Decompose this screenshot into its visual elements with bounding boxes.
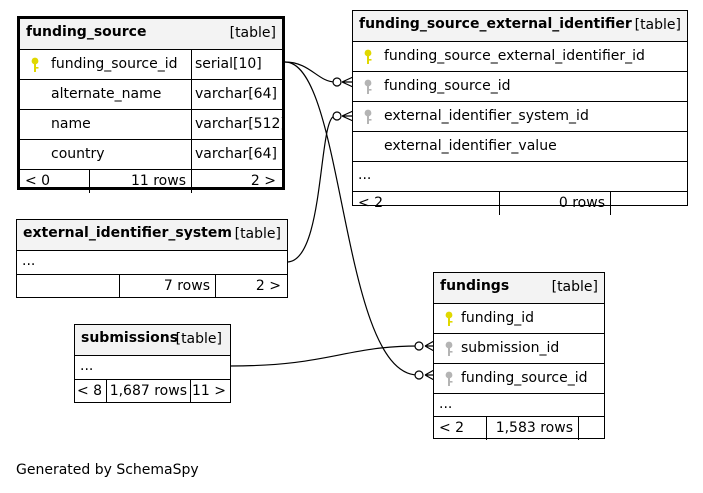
table-funding-source-external-identifier[interactable]: funding_source_external_identifier [tabl… (352, 10, 688, 215)
table-type-label: [table] (234, 226, 281, 242)
table-type-label: [table] (175, 331, 222, 347)
ellipsis-row: ... (434, 394, 604, 417)
foreign-key-icon (445, 341, 453, 356)
column-name: funding_source_id (384, 78, 511, 94)
relationship-sub-fundings (229, 345, 419, 367)
table-header: external_identifier_system [table] (17, 220, 287, 251)
column-type: varchar[512] (191, 110, 286, 139)
ellipsis-row: ... (17, 251, 287, 275)
column-row[interactable]: name varchar[512] (20, 110, 286, 140)
column-type: serial[10] (191, 50, 282, 79)
children-link[interactable] (610, 192, 687, 215)
row-count: 11 rows (89, 170, 191, 193)
table-footer: < 2 0 rows (353, 192, 687, 215)
table-header: funding_source [table] (20, 19, 282, 50)
table-type-label: [table] (634, 17, 681, 33)
more-columns: ... (439, 396, 453, 412)
column-row[interactable]: funding_source_external_identifier_id (353, 42, 687, 72)
foreign-key-icon (364, 79, 372, 94)
primary-key-icon (445, 311, 453, 326)
column-name: submission_id (461, 340, 560, 356)
column-type: varchar[64] (191, 140, 282, 169)
table-funding-source[interactable]: funding_source [table] funding_source_id… (17, 16, 286, 193)
table-external-identifier-system[interactable]: external_identifier_system [table] ... 7… (16, 219, 288, 298)
column-row[interactable]: submission_id (434, 334, 604, 364)
parents-link[interactable]: < 0 (25, 173, 51, 189)
column-row[interactable]: funding_source_id (353, 72, 687, 102)
more-columns: ... (22, 253, 36, 269)
table-name[interactable]: fundings (440, 278, 510, 294)
table-name[interactable]: funding_source_external_identifier (359, 16, 632, 32)
primary-key-icon (364, 49, 372, 64)
column-row[interactable]: alternate_name varchar[64] (20, 80, 282, 110)
column-name: funding_id (461, 310, 534, 326)
column-name: funding_source_id (461, 370, 588, 386)
column-name: funding_source_id (51, 56, 178, 72)
relationship-eis-fsei (286, 115, 336, 263)
parents-link[interactable]: < 2 (358, 195, 384, 211)
ellipsis-row: ... (75, 356, 230, 380)
table-footer: < 0 11 rows 2 > (20, 170, 282, 193)
column-name: funding_source_external_identifier_id (384, 48, 645, 64)
foreign-key-icon (445, 371, 453, 386)
row-count: 0 rows (499, 192, 610, 215)
column-row[interactable]: funding_source_id serial[10] (20, 50, 282, 80)
table-header: fundings [table] (434, 273, 604, 304)
children-link[interactable] (578, 417, 604, 440)
table-name[interactable]: funding_source (26, 24, 147, 40)
row-count: 7 rows (119, 275, 215, 298)
column-name: external_identifier_value (384, 138, 557, 154)
more-columns: ... (80, 358, 94, 374)
table-footer: < 8 1,687 rows 11 > (75, 380, 230, 403)
relationship-fs-fundings (284, 61, 419, 376)
column-name: name (51, 116, 91, 132)
parents-link[interactable]: < 2 (439, 420, 465, 436)
column-row[interactable]: funding_id (434, 304, 604, 334)
parents-link[interactable]: < 8 (77, 383, 103, 399)
table-name[interactable]: submissions (81, 330, 179, 346)
parents-link[interactable] (17, 275, 119, 298)
column-type: varchar[64] (191, 80, 282, 109)
children-link[interactable]: 2 > (191, 170, 282, 193)
table-fundings[interactable]: fundings [table] funding_id submission_i… (433, 272, 605, 440)
table-submissions[interactable]: submissions [table] ... < 8 1,687 rows 1… (74, 324, 231, 403)
primary-key-icon (31, 57, 39, 72)
foreign-key-icon (364, 109, 372, 124)
column-name: external_identifier_system_id (384, 108, 589, 124)
column-name: country (51, 146, 105, 162)
table-type-label: [table] (551, 279, 598, 295)
table-name[interactable]: external_identifier_system (23, 225, 232, 241)
children-link[interactable]: 11 > (190, 380, 230, 403)
table-header: funding_source_external_identifier [tabl… (353, 11, 687, 42)
table-header: submissions [table] (75, 325, 230, 356)
generated-by-label: Generated by SchemaSpy (16, 462, 199, 478)
row-count: 1,687 rows (106, 380, 190, 403)
children-link[interactable]: 2 > (215, 275, 287, 298)
table-footer: < 2 1,583 rows (434, 417, 604, 440)
more-columns: ... (358, 167, 372, 183)
column-row[interactable]: external_identifier_system_id (353, 102, 687, 132)
ellipsis-row: ... (353, 162, 687, 192)
table-footer: 7 rows 2 > (17, 275, 287, 298)
column-row[interactable]: external_identifier_value (353, 132, 687, 162)
column-row[interactable]: country varchar[64] (20, 140, 282, 170)
row-count: 1,583 rows (486, 417, 578, 440)
column-row[interactable]: funding_source_id (434, 364, 604, 394)
column-name: alternate_name (51, 86, 162, 102)
table-type-label: [table] (229, 25, 276, 41)
relationship-fs-fsei (284, 61, 336, 83)
